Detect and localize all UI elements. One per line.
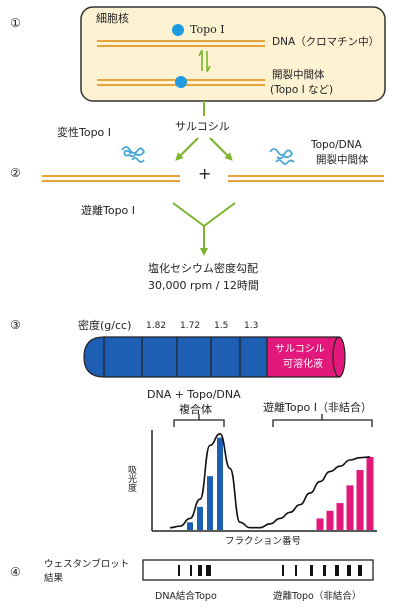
complex-label-line1: Topo/DNA — [311, 139, 362, 151]
tube-pink-section — [267, 337, 339, 377]
blot-band — [206, 565, 211, 576]
centrifuge-line1: 塩化セシウム密度勾配 — [148, 262, 258, 275]
plus-sign: + — [198, 164, 212, 183]
step-number-1: ① — [10, 16, 21, 30]
tube-blue-section — [104, 337, 267, 377]
bar-free-fraction — [356, 470, 364, 530]
topo1-dot — [172, 24, 184, 36]
western-label-line1: ウェスタンブロット — [44, 559, 130, 570]
tube-right-end — [332, 336, 346, 378]
free-topo-label: 遊離Topo I — [81, 204, 136, 217]
blot-band — [358, 565, 362, 576]
blot-bands-free — [282, 565, 362, 576]
density-tick-2: 1.72 — [180, 321, 201, 331]
density-tick-4: 1.3 — [244, 321, 259, 331]
bar-free-fraction — [346, 485, 354, 530]
centrifuge-line2: 30,000 rpm / 12時間 — [148, 279, 259, 292]
blot-band — [282, 565, 284, 576]
blot-band — [198, 565, 202, 576]
complex-topo-squiggle — [269, 148, 294, 160]
bar-complex-fraction — [217, 437, 223, 530]
free-bracket — [272, 419, 373, 427]
bar-complex-fraction — [207, 476, 213, 530]
dna-label: DNA（クロマチン中） — [272, 36, 380, 48]
step-number-4: ④ — [10, 565, 21, 579]
blot-bands-bound — [178, 565, 211, 576]
bar-free-fraction — [316, 518, 324, 530]
dna-bound-label: DNA結合Topo — [155, 591, 217, 602]
step-number-2: ② — [10, 166, 21, 180]
arrow-merge-left — [172, 202, 205, 227]
arrow-left-split — [175, 137, 199, 161]
density-tick-3: 1.5 — [214, 321, 229, 331]
denatured-topo-label: 変性Topo I — [57, 126, 112, 139]
y-axis-label: 吸光度 — [126, 465, 136, 492]
blot-band — [347, 565, 351, 576]
blot-band — [335, 565, 339, 576]
chart-bars — [187, 437, 374, 530]
density-tick-1: 1.82 — [146, 321, 167, 331]
bar-complex-fraction — [187, 522, 193, 530]
blot-band — [178, 565, 180, 576]
free-bracket-label: 遊離Topo I（非結合） — [263, 401, 373, 414]
blot-band — [190, 565, 192, 576]
denatured-topo-squiggle — [121, 146, 146, 158]
western-label-line2: 結果 — [44, 573, 64, 584]
topo1-bound-dot — [175, 76, 187, 88]
complex-bracket-line2: 複合体 — [179, 403, 212, 416]
bar-complex-fraction — [197, 506, 203, 530]
nucleus-label: 細胞核 — [96, 12, 129, 25]
blot-band — [323, 565, 326, 576]
bar-free-fraction — [336, 503, 344, 530]
step-number-3: ③ — [10, 318, 21, 332]
free-unbound-label: 遊離Topo（非結合） — [273, 591, 362, 602]
topo1-label: Topo I — [190, 23, 225, 36]
complex-bracket — [173, 419, 225, 427]
cleavage-label-line2: (Topo I など) — [270, 84, 334, 96]
blot-band — [310, 565, 313, 576]
absorbance-curve — [169, 433, 371, 529]
cleavage-label-line1: 開裂中間体 — [272, 69, 325, 81]
tube-left-cap — [83, 336, 105, 378]
x-axis-label: フラクション番号 — [225, 536, 302, 547]
soluble-label-line2: 可溶化液 — [283, 359, 323, 370]
soluble-label-line1: サルコシル — [275, 344, 325, 355]
complex-bracket-line1: DNA + Topo/DNA — [147, 388, 241, 401]
blot-band — [295, 565, 297, 576]
bar-free-fraction — [366, 456, 374, 530]
bar-free-fraction — [326, 510, 334, 530]
nucleus-box — [80, 6, 386, 102]
complex-label-line2: 開裂中間体 — [316, 154, 369, 166]
arrow-merge-right — [203, 202, 236, 227]
sarkosyl-label: サルコシル — [175, 120, 230, 133]
density-label: 密度(g/cc) — [78, 319, 132, 332]
arrow-right-split — [209, 137, 233, 161]
